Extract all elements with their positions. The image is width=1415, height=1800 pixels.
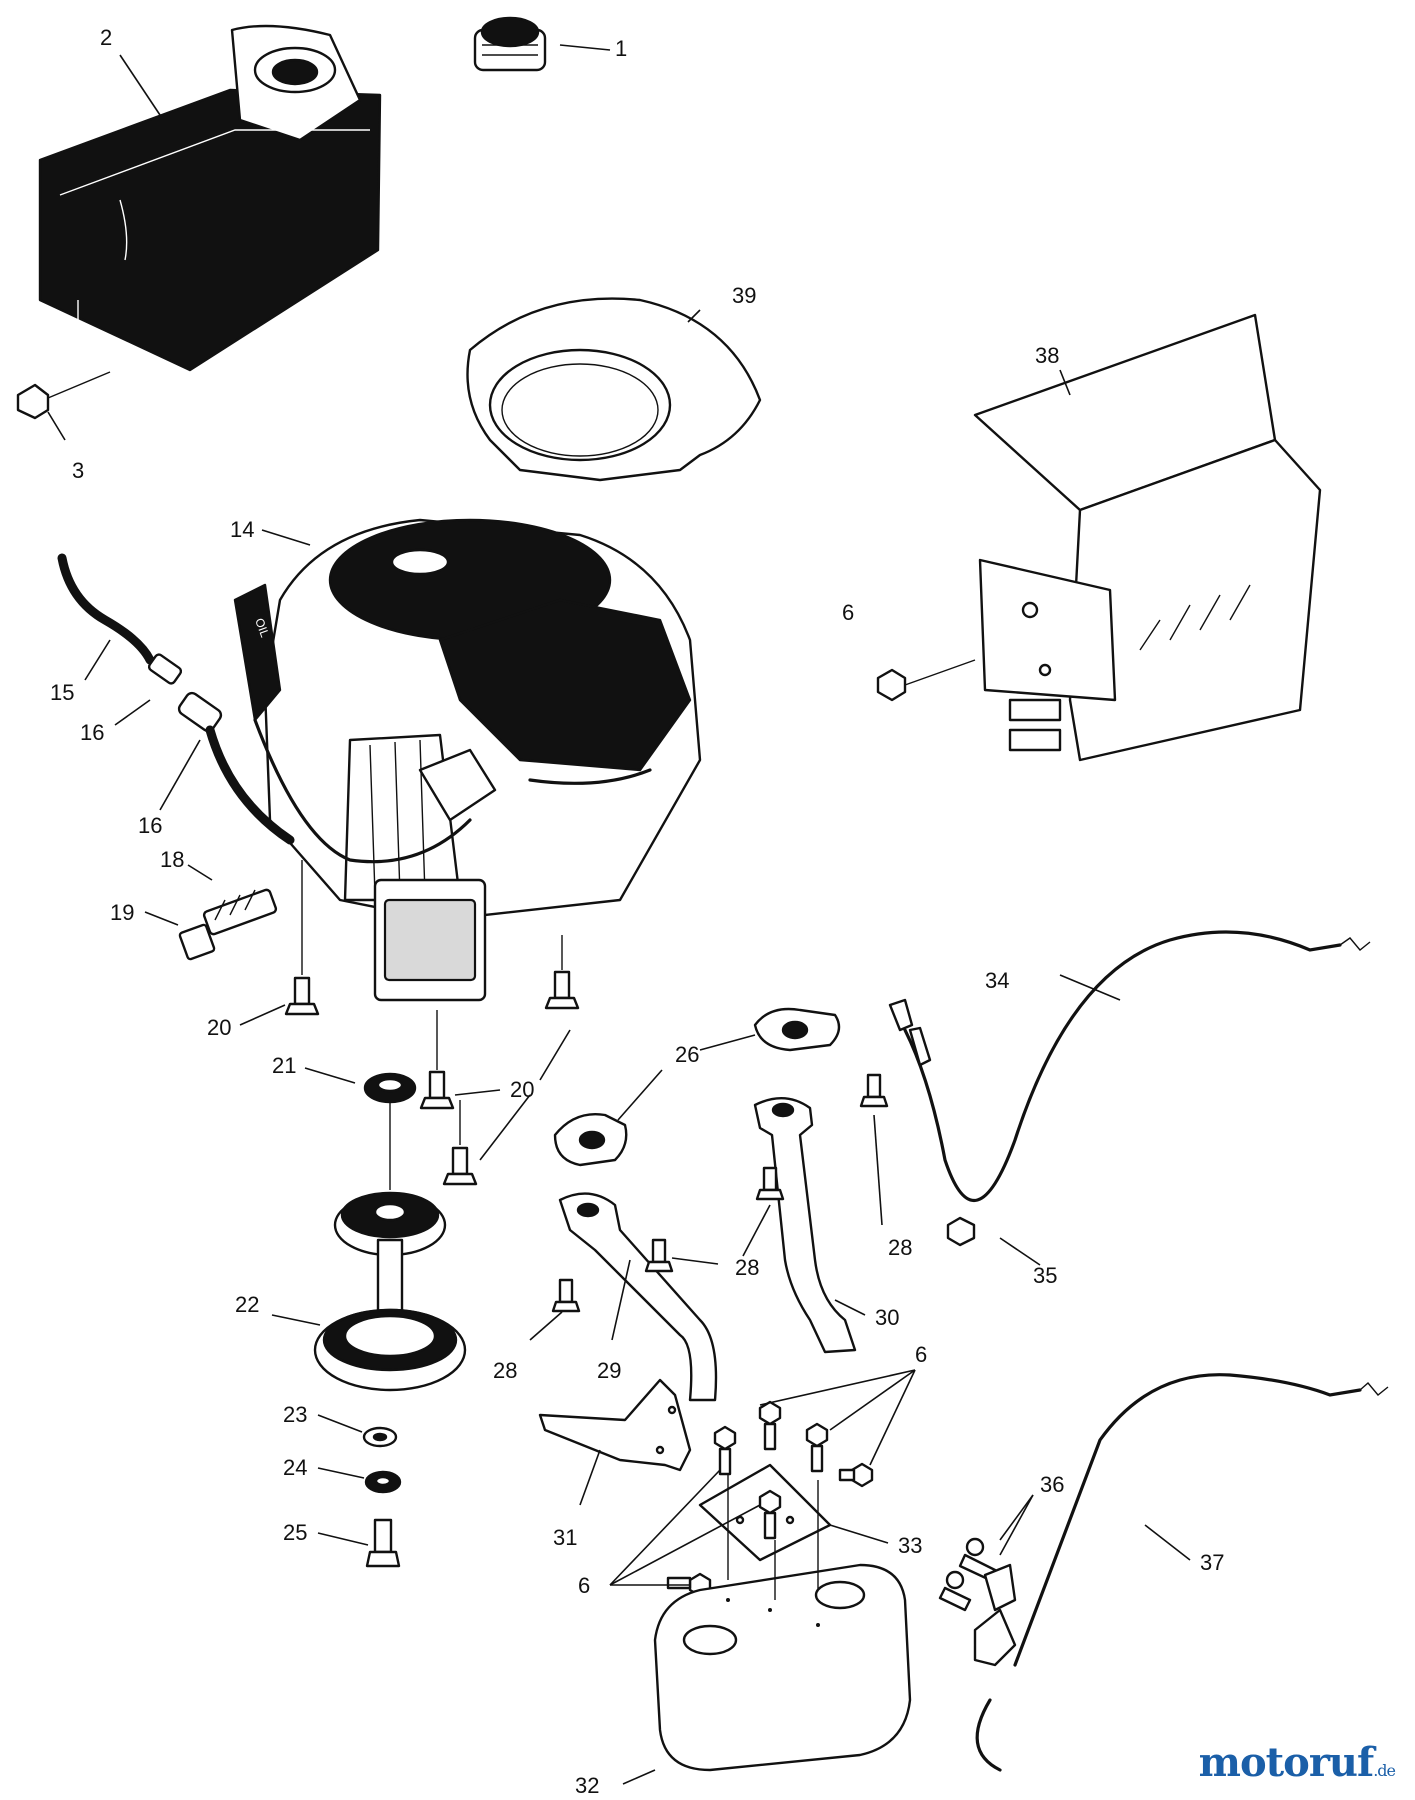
- callout-21: 21: [272, 1053, 296, 1078]
- callout-22: 22: [235, 1292, 259, 1317]
- spacer: [363, 1072, 417, 1104]
- watermark-logo: motoruf.de: [1198, 1739, 1396, 1786]
- hose-clamp: [147, 653, 183, 685]
- callout-6-muffler-lower: 6: [578, 1573, 590, 1598]
- callout-24: 24: [283, 1455, 307, 1480]
- engine-bolt-lower: [442, 1100, 478, 1186]
- fuel-filter: [177, 691, 295, 845]
- callout-39: 39: [732, 283, 756, 308]
- lock-washer: [364, 1470, 402, 1494]
- engine: OIL: [233, 518, 702, 1002]
- pulley-bolt: [365, 1518, 401, 1568]
- muffler-bolt-1: [713, 1425, 737, 1476]
- callout-1: 1: [615, 36, 627, 61]
- callout-28c: 28: [493, 1358, 517, 1383]
- callout-15: 15: [50, 680, 74, 705]
- exhaust-bolt-1: [859, 1073, 889, 1108]
- washer: [362, 1426, 398, 1448]
- heat-shield-bolt: [876, 659, 976, 702]
- exhaust-bolt-4: [551, 1278, 581, 1313]
- watermark-tld: .de: [1373, 1761, 1396, 1780]
- callout-31: 31: [553, 1525, 577, 1550]
- exhaust-gasket-left: [553, 1113, 628, 1167]
- callout-30: 30: [875, 1305, 899, 1330]
- callout-18: 18: [160, 847, 184, 872]
- spring-stud: [202, 888, 278, 936]
- engine-bolt-left: [284, 860, 320, 1016]
- callout-32: 32: [575, 1773, 599, 1798]
- watermark-brand: motoruf: [1198, 1739, 1375, 1786]
- callout-2: 2: [100, 25, 112, 50]
- heat-shield: [973, 313, 1322, 762]
- muffler-bolt-2: [758, 1400, 782, 1451]
- cable-nut: [946, 1216, 976, 1247]
- leader-lines: [47, 44, 1191, 1785]
- cable-clips: [938, 1537, 1017, 1667]
- callout-38: 38: [1035, 343, 1059, 368]
- muffler-bolt-3: [805, 1422, 829, 1473]
- oil-fill-label: OIL: [252, 616, 272, 639]
- engine-pulley: [313, 1100, 467, 1392]
- callout-19: 19: [110, 900, 134, 925]
- muffler-bolt-4: [838, 1462, 874, 1488]
- callout-23: 23: [283, 1402, 307, 1427]
- callout-16a: 16: [80, 720, 104, 745]
- callout-29: 29: [597, 1358, 621, 1383]
- callout-26: 26: [675, 1042, 699, 1067]
- callout-35: 35: [1033, 1263, 1057, 1288]
- fuel-tank: [38, 24, 382, 372]
- engine-bolt-right: [544, 935, 580, 1010]
- callout-3: 3: [72, 458, 84, 483]
- engine-bolt-middle: [419, 1010, 455, 1110]
- exhaust-bolt-2: [755, 1166, 785, 1201]
- callout-36: 36: [1040, 1472, 1064, 1497]
- callout-25: 25: [283, 1520, 307, 1545]
- fuel-hose: [57, 553, 155, 665]
- blower-shroud: [466, 297, 762, 482]
- callout-20b: 20: [510, 1077, 534, 1102]
- callout-28a: 28: [888, 1235, 912, 1260]
- choke-cable: [975, 1373, 1389, 1772]
- hex-nut: [178, 923, 216, 961]
- muffler-bracket: [538, 1378, 692, 1472]
- callout-6-shield: 6: [842, 600, 854, 625]
- exhaust-pipe-right: [753, 1097, 857, 1354]
- muffler-bolt-5: [758, 1489, 782, 1540]
- tank-bolt: [16, 371, 111, 420]
- callout-20a: 20: [207, 1015, 231, 1040]
- callout-33: 33: [898, 1533, 922, 1558]
- callout-16b: 16: [138, 813, 162, 838]
- callout-labels: 2 1 3 39 38 6 14 15 16 16 18 19 20 20 21…: [50, 25, 1224, 1798]
- callout-37: 37: [1200, 1550, 1224, 1575]
- exhaust-pipe-left: [558, 1192, 718, 1402]
- muffler: [653, 1475, 912, 1772]
- callout-28b: 28: [735, 1255, 759, 1280]
- callout-14: 14: [230, 517, 254, 542]
- throttle-cable: [888, 930, 1371, 1203]
- exhaust-bolt-3: [644, 1238, 674, 1273]
- callout-34: 34: [985, 968, 1009, 993]
- callout-6-muffler-upper: 6: [915, 1342, 927, 1367]
- fuel-cap: [473, 16, 547, 72]
- exhaust-gasket-right: [753, 1007, 841, 1052]
